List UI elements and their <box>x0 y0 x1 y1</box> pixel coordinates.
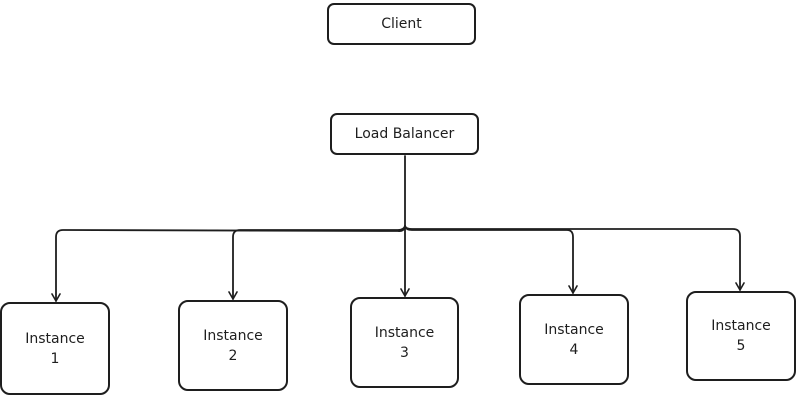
arrow-to-instance-2 <box>228 225 406 300</box>
instance-label-2: Instance 2 <box>203 327 263 364</box>
instance-node-5: Instance 5 <box>686 291 796 381</box>
instance-node-1: Instance 1 <box>0 302 110 395</box>
instance-label-1: Instance 1 <box>25 330 85 367</box>
load-balancer-node: Load Balancer <box>330 113 479 155</box>
instance-label-4: Instance 4 <box>544 321 604 358</box>
load-balancer-label: Load Balancer <box>354 126 455 142</box>
instance-label-5: Instance 5 <box>711 318 771 354</box>
instance-label-3: Instance 3 <box>374 324 435 361</box>
arrow-to-instance-4 <box>404 225 578 294</box>
arrow-to-instance-5 <box>404 225 745 291</box>
client-label: Client <box>381 16 422 32</box>
client-node: Client <box>327 3 476 45</box>
instance-node-4: Instance 4 <box>519 294 629 385</box>
arrow-to-instance-1 <box>51 225 406 302</box>
instance-node-2: Instance 2 <box>178 300 288 391</box>
instance-node-3: Instance 3 <box>350 297 459 388</box>
